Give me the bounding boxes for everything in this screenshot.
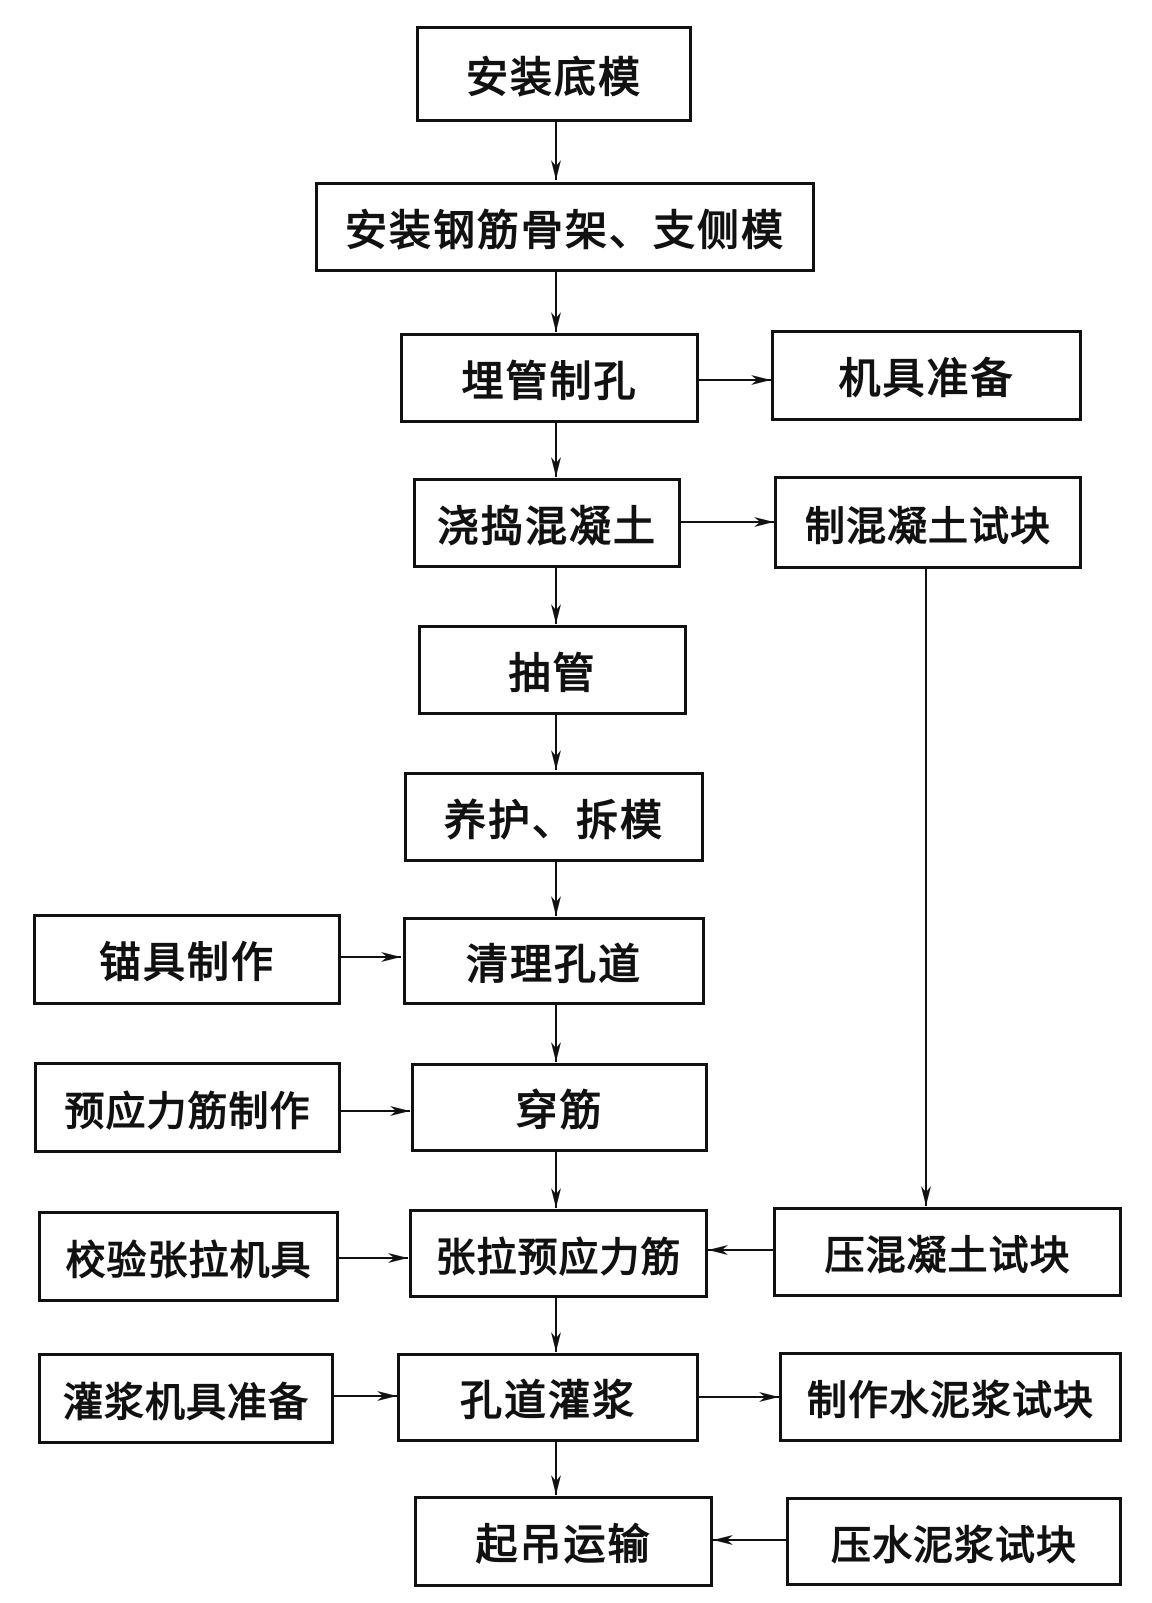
step-anchor-making: 锚具制作 <box>33 914 341 1005</box>
step-clean-duct: 清理孔道 <box>403 917 705 1005</box>
step-lift-transport: 起吊运输 <box>414 1496 713 1587</box>
step-press-cement-sample: 压水泥浆试块 <box>786 1497 1122 1586</box>
step-label: 灌浆机具准备 <box>63 1378 309 1426</box>
step-label: 抽管 <box>508 648 597 698</box>
step-grout-equip-prep: 灌浆机具准备 <box>38 1353 334 1444</box>
step-label: 张拉预应力筋 <box>435 1233 682 1281</box>
step-label: 起吊运输 <box>475 1520 652 1569</box>
step-label: 预应力筋制作 <box>64 1087 311 1135</box>
step-label: 埋管制孔 <box>461 356 638 406</box>
step-label: 制作水泥浆试块 <box>807 1377 1094 1424</box>
step-install-bottom-form: 安装底模 <box>416 26 692 122</box>
step-embed-pipe-holes: 埋管制孔 <box>400 333 699 423</box>
step-label: 制混凝土试块 <box>805 502 1051 550</box>
step-label: 孔道灌浆 <box>459 1376 636 1425</box>
step-label: 锚具制作 <box>98 938 275 987</box>
step-press-concrete-sample: 压混凝土试块 <box>773 1207 1122 1297</box>
step-tension-tendon: 张拉预应力筋 <box>409 1209 708 1298</box>
step-cure-remove-form: 养护、拆模 <box>404 772 704 862</box>
step-label: 机具准备 <box>838 354 1015 403</box>
step-machine-prep: 机具准备 <box>771 330 1082 421</box>
step-thread-tendon: 穿筋 <box>411 1063 708 1152</box>
step-calibrate-jack: 校验张拉机具 <box>38 1211 339 1302</box>
step-label: 清理孔道 <box>465 939 642 989</box>
step-label: 压混凝土试块 <box>824 1232 1071 1279</box>
step-label: 压水泥浆试块 <box>831 1521 1077 1569</box>
step-label: 安装钢筋骨架、支侧模 <box>344 205 785 255</box>
step-install-rebar-side-form: 安装钢筋骨架、支侧模 <box>315 182 815 272</box>
step-label: 安装底模 <box>465 52 642 102</box>
step-make-concrete-sample: 制混凝土试块 <box>774 476 1082 569</box>
step-pull-pipe: 抽管 <box>418 625 687 715</box>
step-duct-grouting: 孔道灌浆 <box>397 1353 699 1442</box>
step-pour-concrete: 浇捣混凝土 <box>413 478 681 568</box>
step-label: 浇捣混凝土 <box>436 501 657 551</box>
step-label: 校验张拉机具 <box>65 1236 312 1284</box>
step-make-cement-sample: 制作水泥浆试块 <box>779 1352 1122 1442</box>
step-label: 养护、拆模 <box>443 795 664 845</box>
step-label: 穿筋 <box>515 1086 604 1135</box>
step-tendon-making: 预应力筋制作 <box>34 1062 341 1153</box>
